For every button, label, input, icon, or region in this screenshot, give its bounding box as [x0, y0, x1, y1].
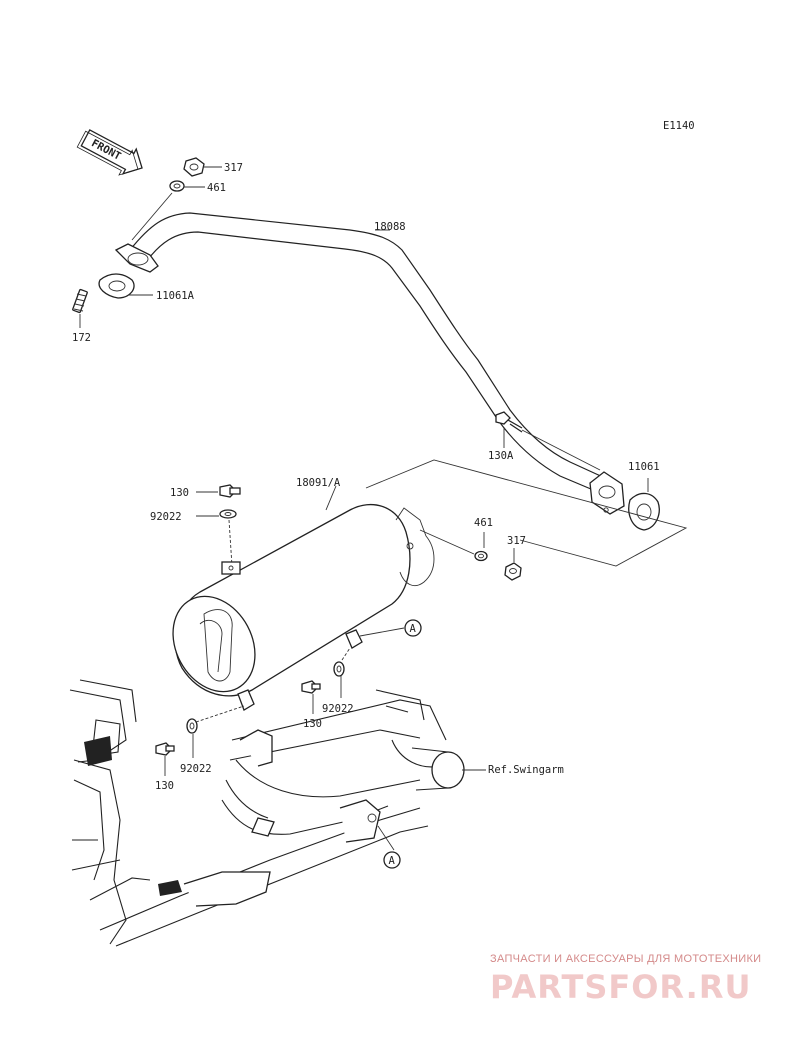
- ref-a-upper-marker: A: [404, 619, 422, 637]
- label-ref-swingarm: Ref.Swingarm: [488, 764, 564, 776]
- label-172: 172: [72, 332, 91, 344]
- label-461-mid: 461: [474, 517, 493, 529]
- pipe-rear-flange: [589, 471, 625, 515]
- label-92022-mid: 92022: [322, 703, 354, 715]
- watermark-logo: PARTSFOR.RU: [490, 968, 751, 1006]
- washer-92022-low: [186, 718, 198, 734]
- bolt-130-low: [155, 742, 175, 756]
- gasket-11061: [628, 492, 660, 531]
- bolt-130-mid: [301, 680, 321, 694]
- watermark-tagline: ЗАПЧАСТИ И АКСЕССУАРЫ ДЛЯ МОТОТЕХНИКИ: [490, 953, 761, 965]
- bolt-130A: [495, 411, 523, 433]
- label-18088: 18088: [374, 221, 406, 233]
- washer-461-mid: [474, 550, 488, 562]
- bolt-130-top: [219, 484, 241, 498]
- label-130A: 130A: [488, 450, 514, 462]
- label-18091A: 18091/A: [296, 477, 341, 489]
- washer-92022-top: [219, 509, 237, 519]
- ref-a-lower-label: A: [389, 855, 396, 867]
- ref-a-lower-marker: A: [383, 851, 401, 869]
- muffler-18091A: [172, 503, 435, 711]
- exhaust-pipe-18088: [114, 212, 606, 493]
- nut-317-top: [183, 157, 205, 177]
- label-130-top: 130: [170, 487, 189, 499]
- label-92022-low: 92022: [180, 763, 212, 775]
- label-92022-top: 92022: [150, 511, 182, 523]
- label-11061: 11061: [628, 461, 660, 473]
- gasket-11061A: [98, 273, 135, 299]
- stud-172: [72, 288, 88, 314]
- label-11061A: 11061A: [156, 290, 195, 302]
- label-317-mid: 317: [507, 535, 526, 547]
- washer-92022-mid: [333, 661, 345, 677]
- frame-structure: [69, 679, 465, 947]
- label-461-top: 461: [207, 182, 226, 194]
- front-arrow-icon: FRONT: [76, 129, 143, 176]
- label-317-top: 317: [224, 162, 243, 174]
- label-130-mid: 130: [303, 718, 322, 730]
- washer-461-top: [169, 180, 185, 192]
- label-130-low: 130: [155, 780, 174, 792]
- nut-317-mid: [504, 562, 522, 581]
- ref-a-upper-label: A: [410, 623, 417, 635]
- diagram-code: E1140: [663, 120, 695, 132]
